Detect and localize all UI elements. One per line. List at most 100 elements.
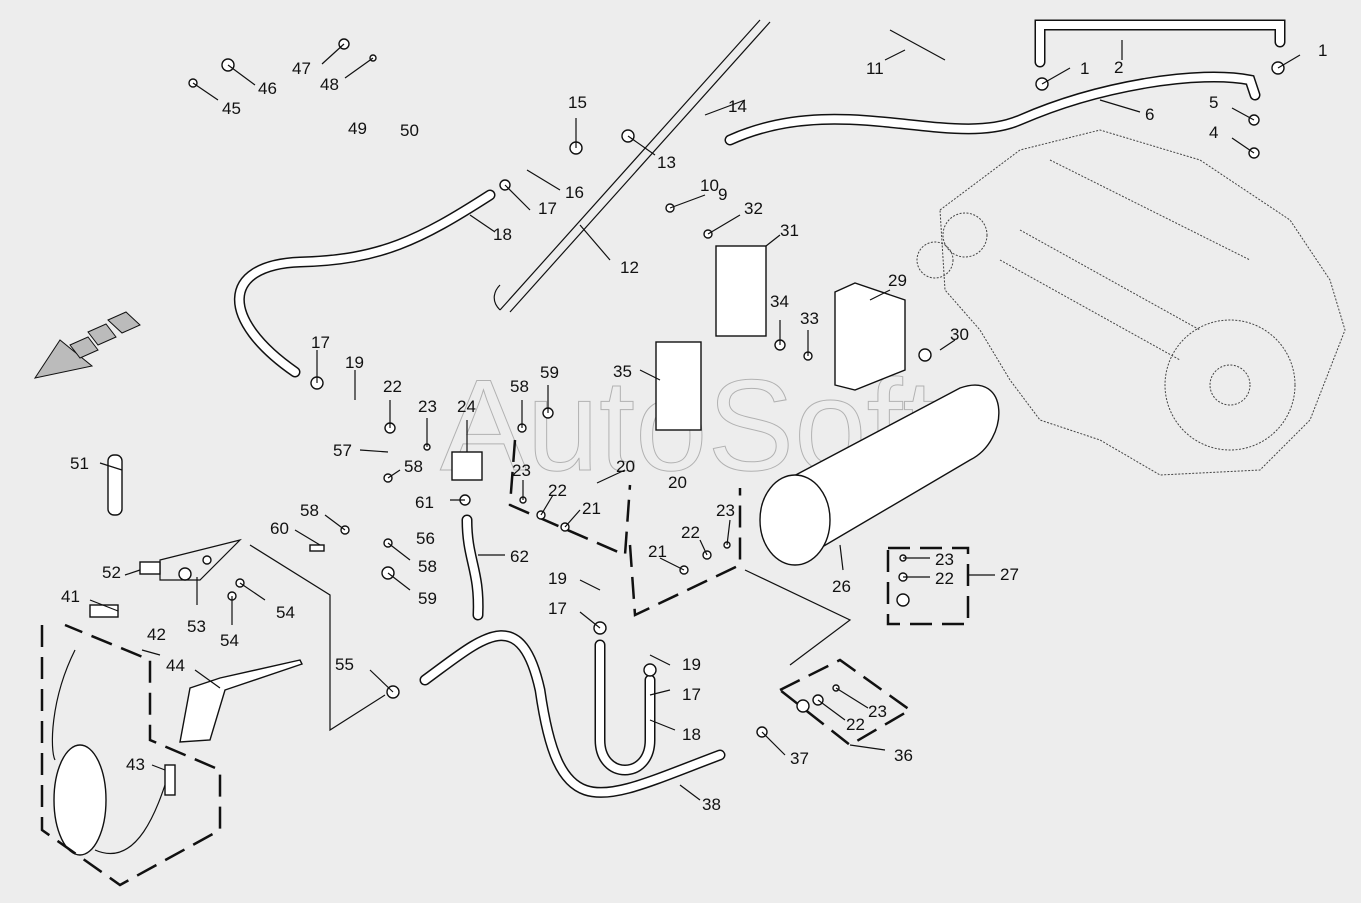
callout-48: 48 [320, 75, 339, 94]
callout-11: 11 [866, 59, 884, 78]
callout-24: 24 [457, 397, 476, 416]
engine-illustration [916, 129, 1346, 476]
callout-2: 2 [1114, 58, 1123, 77]
callout-9: 9 [718, 185, 727, 204]
callout-5: 5 [1209, 93, 1218, 112]
callout-32: 32 [744, 199, 763, 218]
callout-19: 19 [682, 655, 701, 674]
callout-59: 59 [418, 589, 437, 608]
callout-20: 20 [668, 473, 687, 492]
callout-17: 17 [548, 599, 567, 618]
callout-18: 18 [682, 725, 701, 744]
callout-22: 22 [681, 523, 700, 542]
callout-29: 29 [888, 271, 907, 290]
callout-46: 46 [258, 79, 277, 98]
callout-60: 60 [270, 519, 289, 538]
callout-19: 19 [548, 569, 567, 588]
callout-42: 42 [147, 625, 166, 644]
callout-58: 58 [300, 501, 319, 520]
callout-23: 23 [935, 550, 954, 569]
bracket-31 [715, 245, 767, 337]
air-tank [759, 384, 1000, 566]
callout-14: 14 [728, 97, 747, 116]
callout-6: 6 [1145, 105, 1154, 124]
callout-43: 43 [126, 755, 145, 774]
callout-22: 22 [935, 569, 954, 588]
callout-23: 23 [512, 461, 531, 480]
pipe-18-lower [594, 639, 656, 776]
callout-27: 27 [1000, 565, 1019, 584]
kit-box-42 [40, 623, 222, 887]
bracket-35 [655, 341, 702, 431]
kit-box-53 [159, 538, 242, 581]
callout-17: 17 [311, 333, 330, 352]
callout-21: 21 [648, 542, 667, 561]
callout-18: 18 [493, 225, 512, 244]
callout-54: 54 [276, 603, 295, 622]
callout-16: 16 [565, 183, 584, 202]
callout-50: 50 [400, 121, 419, 140]
spring-51 [107, 454, 123, 516]
callout-52: 52 [102, 563, 121, 582]
callout-26: 26 [832, 577, 851, 596]
pipe-12-14 [493, 19, 771, 313]
callout-34: 34 [770, 292, 789, 311]
callout-20: 20 [616, 457, 635, 476]
coil-hose [51, 649, 171, 856]
callout-59: 59 [540, 363, 559, 382]
direction-arrow-icon [33, 311, 141, 379]
callout-49: 49 [348, 119, 367, 138]
strap-29 [834, 282, 906, 391]
air-blow-gun [179, 659, 303, 743]
callout-19: 19 [345, 353, 364, 372]
callout-22: 22 [548, 481, 567, 500]
callout-62: 62 [510, 547, 529, 566]
callout-1: 1 [1080, 59, 1089, 78]
callout-17: 17 [682, 685, 701, 704]
callout-30: 30 [950, 325, 969, 344]
callout-58: 58 [510, 377, 529, 396]
callout-53: 53 [187, 617, 206, 636]
callout-51: 51 [70, 454, 89, 473]
callout-58: 58 [418, 557, 437, 576]
callout-35: 35 [613, 362, 632, 381]
pipe-38 [419, 630, 726, 798]
callout-61: 61 [415, 493, 434, 512]
callout-58: 58 [404, 457, 423, 476]
callout-37: 37 [790, 749, 809, 768]
callout-15: 15 [568, 93, 587, 112]
callout-41: 41 [61, 587, 80, 606]
pipe-2 [1034, 19, 1286, 68]
callout-38: 38 [702, 795, 721, 814]
callout-57: 57 [333, 441, 352, 460]
kit-box-20a [508, 439, 632, 557]
callout-21: 21 [582, 499, 601, 518]
callout-23: 23 [716, 501, 735, 520]
callout-4: 4 [1209, 123, 1218, 142]
callout-22: 22 [846, 715, 865, 734]
pipe-6 [724, 71, 1261, 146]
callout-10: 10 [700, 176, 719, 195]
callout-45: 45 [222, 99, 241, 118]
leader-lines [30, 30, 1300, 800]
callout-31: 31 [780, 221, 799, 240]
callout-44: 44 [166, 656, 185, 675]
callouts: 1 1 2 4 5 6 9 10 11 12 13 14 15 16 17 17… [61, 41, 1327, 814]
callout-17: 17 [538, 199, 557, 218]
callout-12: 12 [620, 258, 639, 277]
callout-1: 1 [1318, 41, 1327, 60]
kit-box-36 [777, 658, 913, 747]
callout-36: 36 [894, 746, 913, 765]
callout-23: 23 [868, 702, 887, 721]
callout-54: 54 [220, 631, 239, 650]
callout-47: 47 [292, 59, 311, 78]
callout-13: 13 [657, 153, 676, 172]
hose-62 [461, 514, 484, 621]
callout-22: 22 [383, 377, 402, 396]
callout-56: 56 [416, 529, 435, 548]
pipe-18-upper [233, 189, 496, 378]
kit-box-20b [628, 488, 742, 617]
callout-55: 55 [335, 655, 354, 674]
pressure-valve [451, 451, 483, 481]
